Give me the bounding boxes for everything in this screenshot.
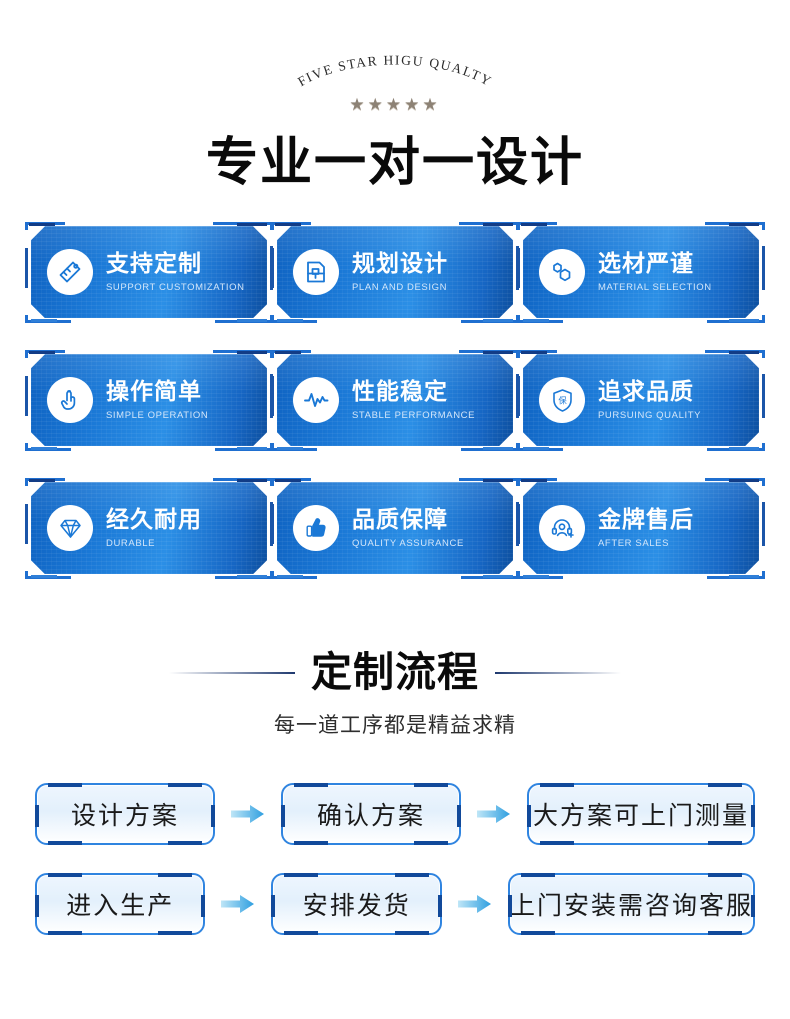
feature-title: 选材严谨	[598, 251, 694, 278]
arc-text-svg: FIVE STAR HIGU QUALTY	[295, 52, 495, 89]
touch-hand-icon	[47, 377, 93, 423]
feature-card-stable-performance[interactable]: 性能稳定 STABLE PERFORMANCE	[271, 350, 519, 452]
page-title: 专业一对一设计	[205, 133, 584, 193]
feature-grid: 支持定制 SUPPORT CUSTOMIZATION 规划设计 PLA	[25, 222, 765, 580]
feature-card-support-customization[interactable]: 支持定制 SUPPORT CUSTOMIZATION	[25, 222, 273, 324]
process-row-1: 设计方案 确认方案	[35, 783, 755, 846]
feature-subtitle: SUPPORT CUSTOMIZATION	[106, 281, 245, 293]
process-step-design-plan[interactable]: 设计方案	[35, 783, 215, 846]
process-step-confirm-plan[interactable]: 确认方案	[281, 783, 461, 846]
pulse-wave-icon	[293, 377, 339, 423]
feature-subtitle: SIMPLE OPERATION	[106, 409, 209, 421]
feature-title: 规划设计	[352, 251, 448, 278]
section-subtitle: 每一道工序都是精益求精	[274, 713, 516, 738]
arrow-right-icon	[477, 803, 511, 825]
feature-title: 性能稳定	[352, 379, 448, 406]
feature-subtitle: MATERIAL SELECTION	[598, 281, 712, 293]
feature-card-plan-and-design[interactable]: 规划设计 PLAN AND DESIGN	[271, 222, 519, 324]
process-step-label: 确认方案	[316, 801, 425, 831]
process-step-onsite-measure[interactable]: 大方案可上门测量	[527, 783, 755, 846]
blueprint-icon	[293, 249, 339, 295]
feature-subtitle: AFTER SALES	[598, 537, 670, 549]
process-row-2: 进入生产 安排发货 上门安装需咨询客服	[35, 873, 755, 936]
feature-card-durable[interactable]: 经久耐用 DURABLE	[25, 478, 273, 580]
five-stars: ★★★★★	[349, 95, 441, 114]
feature-title: 金牌售后	[598, 507, 694, 534]
quality-badge: FIVE STAR HIGU QUALTY ★★★★★	[0, 0, 790, 113]
diamond-icon	[47, 505, 93, 551]
feature-title: 操作简单	[106, 379, 202, 406]
feature-subtitle: STABLE PERFORMANCE	[352, 409, 476, 421]
thumbs-up-icon	[293, 505, 339, 551]
process-step-label: 大方案可上门测量	[532, 801, 749, 831]
feature-subtitle: DURABLE	[106, 537, 156, 549]
process-step-arrange-shipping[interactable]: 安排发货	[271, 873, 442, 936]
feature-card-simple-operation[interactable]: 操作简单 SIMPLE OPERATION	[25, 350, 273, 452]
svg-text:保: 保	[558, 395, 567, 405]
badge-arc-text: FIVE STAR HIGU QUALTY	[295, 52, 495, 89]
arrow-right-icon	[231, 803, 265, 825]
process-step-label: 上门安装需咨询客服	[509, 891, 753, 921]
section-title: 定制流程	[311, 648, 479, 697]
feature-card-after-sales[interactable]: 金牌售后 AFTER SALES	[517, 478, 765, 580]
feature-card-material-selection[interactable]: 选材严谨 MATERIAL SELECTION	[517, 222, 765, 324]
process-flow: 设计方案 确认方案	[35, 783, 755, 936]
process-step-production[interactable]: 进入生产	[35, 873, 206, 936]
process-step-label: 进入生产	[66, 891, 175, 921]
shield-bao-icon: 保	[539, 377, 585, 423]
section-header: 定制流程	[0, 652, 790, 693]
hexagon-molecule-icon	[539, 249, 585, 295]
arrow-right-icon	[457, 893, 492, 915]
arrow-right-icon	[221, 893, 255, 915]
feature-subtitle: PURSUING QUALITY	[598, 409, 702, 421]
badge-arc-textpath: FIVE STAR HIGU QUALTY	[295, 52, 493, 89]
pen-ruler-icon	[47, 249, 93, 295]
feature-title: 品质保障	[352, 507, 448, 534]
section-rule-right	[495, 671, 621, 674]
feature-title: 经久耐用	[106, 507, 202, 534]
process-step-installation-support[interactable]: 上门安装需咨询客服	[507, 873, 755, 936]
process-step-label: 设计方案	[70, 801, 179, 831]
feature-title: 支持定制	[106, 251, 202, 278]
feature-card-quality-assurance[interactable]: 品质保障 QUALITY ASSURANCE	[271, 478, 519, 580]
headset-support-icon	[539, 505, 585, 551]
feature-subtitle: QUALITY ASSURANCE	[352, 537, 464, 549]
feature-subtitle: PLAN AND DESIGN	[352, 281, 448, 293]
process-step-label: 安排发货	[302, 891, 411, 921]
feature-title: 追求品质	[598, 379, 694, 406]
section-rule-left	[169, 671, 295, 674]
feature-card-pursuing-quality[interactable]: 保 追求品质 PURSUING QUALITY	[517, 350, 765, 452]
